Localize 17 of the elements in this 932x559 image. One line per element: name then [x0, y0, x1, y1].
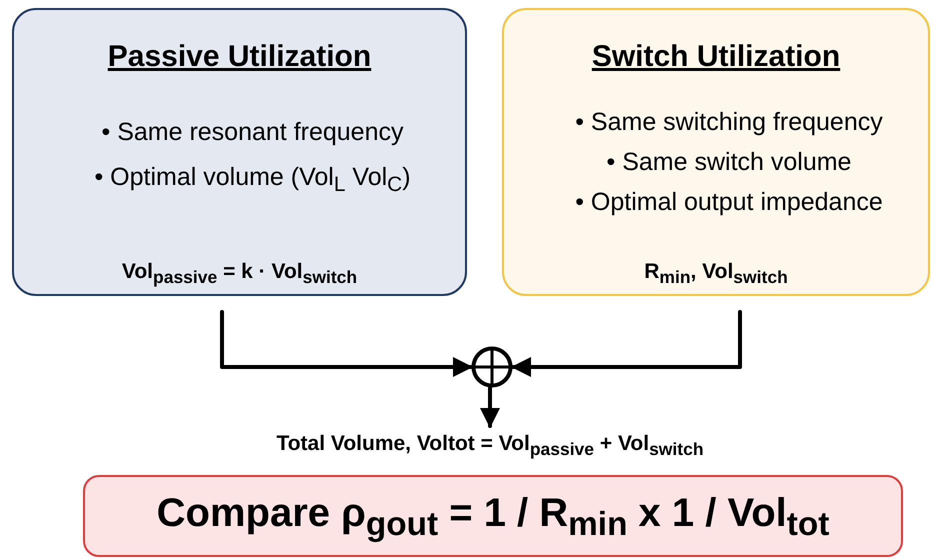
- total-volume-formula: Total Volume, Voltot = Vol$_{passive}$ + Vol$_{switch}$: [276, 432, 704, 460]
- formula-text: Vol$_{passive}$ = k · Vol$_{switch}$: [122, 260, 358, 288]
- comparison-formula: Compare ρ$_{gout}$ = 1 / R$_{min}$ x 1 / Vol$_{tot}$: [156, 491, 830, 544]
- arrow: [511, 310, 742, 377]
- arrow: [480, 386, 500, 428]
- bullet-item: • Same switching frequency: [575, 108, 883, 137]
- formula-text: R$_{min}$, Vol$_{switch}$: [644, 260, 788, 288]
- bullet-item: • Optimal output impedance: [575, 188, 883, 217]
- result-box: [83, 475, 903, 557]
- bullet-item: • Same resonant frequency: [102, 118, 404, 147]
- bullet-item: • Optimal volume (Vol$_{L}$ Vol$_{C}$): [94, 163, 411, 197]
- card-heading: Passive Utilization: [108, 40, 372, 74]
- arrow: [220, 310, 473, 377]
- info-card: [502, 8, 930, 296]
- card-heading: Switch Utilization: [592, 40, 840, 74]
- bullet-item: • Same switch volume: [606, 148, 852, 177]
- info-card: [12, 8, 467, 296]
